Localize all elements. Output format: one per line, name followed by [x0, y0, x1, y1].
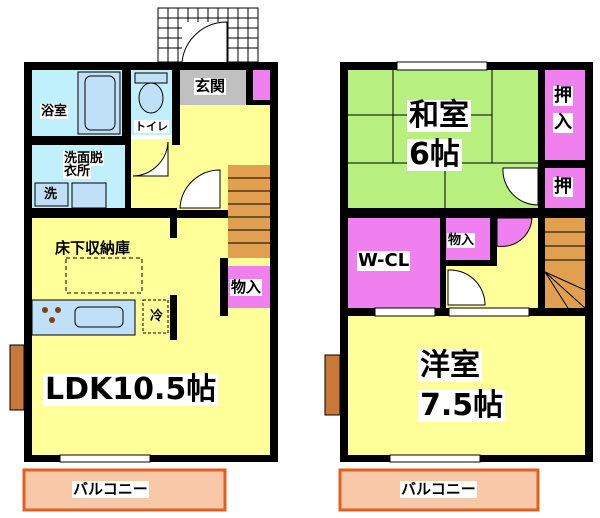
walk-in-closet-label: W-CL — [357, 250, 411, 271]
western-room-label-2: 7.5帖 — [418, 388, 506, 423]
porch-tiles — [157, 7, 259, 63]
entrance-label: 玄関 — [194, 77, 227, 95]
washroom-label-2: 衣所 — [63, 164, 92, 179]
floor1 — [9, 7, 278, 512]
western-room-label-1: 洋室 — [418, 348, 482, 383]
stairs-2 — [545, 218, 585, 308]
shoe-closet — [253, 70, 270, 100]
floor2-balcony-label: バルコニー — [400, 480, 477, 498]
floor2-balcony — [338, 468, 540, 512]
storage-label: 物入 — [230, 278, 263, 296]
closet-small-label: 押 — [553, 176, 573, 197]
underfloor-storage-hatch — [65, 257, 143, 294]
storage-2-label: 物入 — [447, 233, 476, 248]
japanese-room-label-1: 和室 — [407, 98, 471, 133]
floor1-window[interactable] — [9, 344, 25, 411]
toilet-label: トイレ — [134, 120, 169, 133]
washbasin — [71, 182, 107, 209]
ldk-label: LDK10.5帖 — [43, 372, 219, 407]
japanese-room-label-2: 6帖 — [407, 137, 462, 172]
floor2-window[interactable] — [324, 354, 341, 416]
toilet-icon — [138, 82, 164, 114]
fridge-label: 冷 — [149, 309, 165, 324]
washroom-label-1: 洗面脱 — [63, 151, 105, 166]
floor2 — [324, 61, 593, 512]
closet-large-label-2: 入 — [553, 112, 573, 133]
bath-label: 浴室 — [40, 104, 69, 119]
floor1-balcony-label: バルコニー — [72, 480, 149, 498]
closet-large-label-1: 押 — [553, 85, 573, 106]
western-room — [348, 316, 585, 455]
washer-label: 洗 — [43, 187, 59, 202]
stairs — [228, 165, 270, 258]
sink — [74, 306, 124, 328]
fridge-space — [142, 299, 169, 334]
underfloor-storage-label: 床下収納庫 — [54, 239, 132, 257]
